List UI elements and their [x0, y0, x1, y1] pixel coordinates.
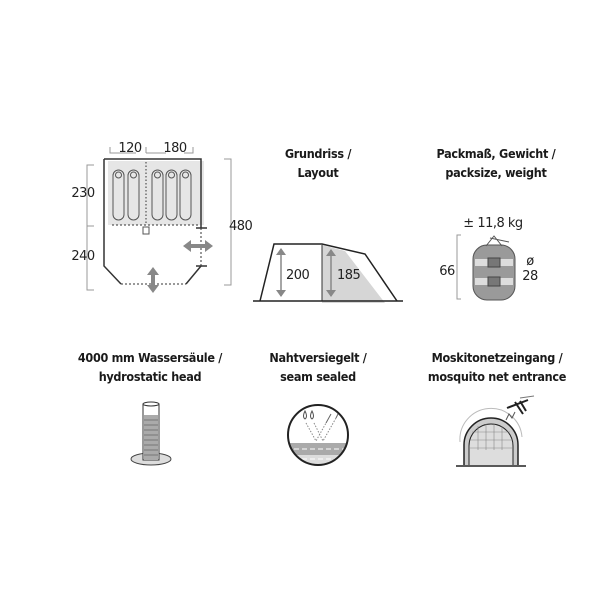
weight-label: ± 11,8 kg — [463, 216, 523, 231]
pack-bag-icon — [456, 234, 516, 301]
feature-line2: seam sealed — [280, 369, 356, 384]
feature-line2: hydrostatic head — [98, 369, 202, 384]
feature-water-column-title: 4000 mm Wassersäule / hydrostatic head — [50, 348, 250, 386]
feature-line1: Nahtversiegelt / — [269, 350, 367, 365]
mosquito-net-icon — [456, 395, 535, 467]
floor-plan — [86, 147, 232, 293]
width-right-label: 180 — [163, 141, 187, 156]
layout-title-line1: Grundriss / — [284, 146, 352, 161]
total-length-label: 480 — [229, 219, 253, 234]
feature-seam-sealed-title: Nahtversiegelt / seam sealed — [218, 348, 418, 386]
feature-line1: Moskitonetzeingang / — [431, 350, 563, 365]
water-column-icon — [130, 401, 172, 466]
pack-length-label: 66 — [439, 264, 455, 279]
height-front-label: 200 — [286, 268, 310, 283]
pack-title-line2: packsize, weight — [445, 165, 547, 180]
depth-cabin-label: 230 — [71, 186, 95, 201]
diameter-symbol: ø — [526, 254, 534, 269]
pack-title: Packmaß, Gewicht / packsize, weight — [396, 144, 596, 182]
pack-diameter-label: 28 — [522, 269, 538, 284]
feature-mosquito-net-title: Moskitonetzeingang / mosquito net entran… — [397, 348, 597, 386]
door-arrows-icon — [147, 240, 213, 293]
feature-line1: 4000 mm Wassersäule / — [77, 350, 223, 365]
layout-title: Grundriss / Layout — [218, 144, 418, 182]
feature-line2: mosquito net entrance — [427, 369, 567, 384]
layout-title-line2: Layout — [297, 165, 339, 180]
seam-sealed-icon — [287, 404, 349, 466]
pack-title-line1: Packmaß, Gewicht / — [436, 146, 556, 161]
height-cabin-label: 185 — [337, 268, 361, 283]
tent-profile — [253, 243, 403, 303]
depth-vestibule-label: 240 — [71, 249, 95, 264]
width-left-label: 120 — [118, 141, 142, 156]
